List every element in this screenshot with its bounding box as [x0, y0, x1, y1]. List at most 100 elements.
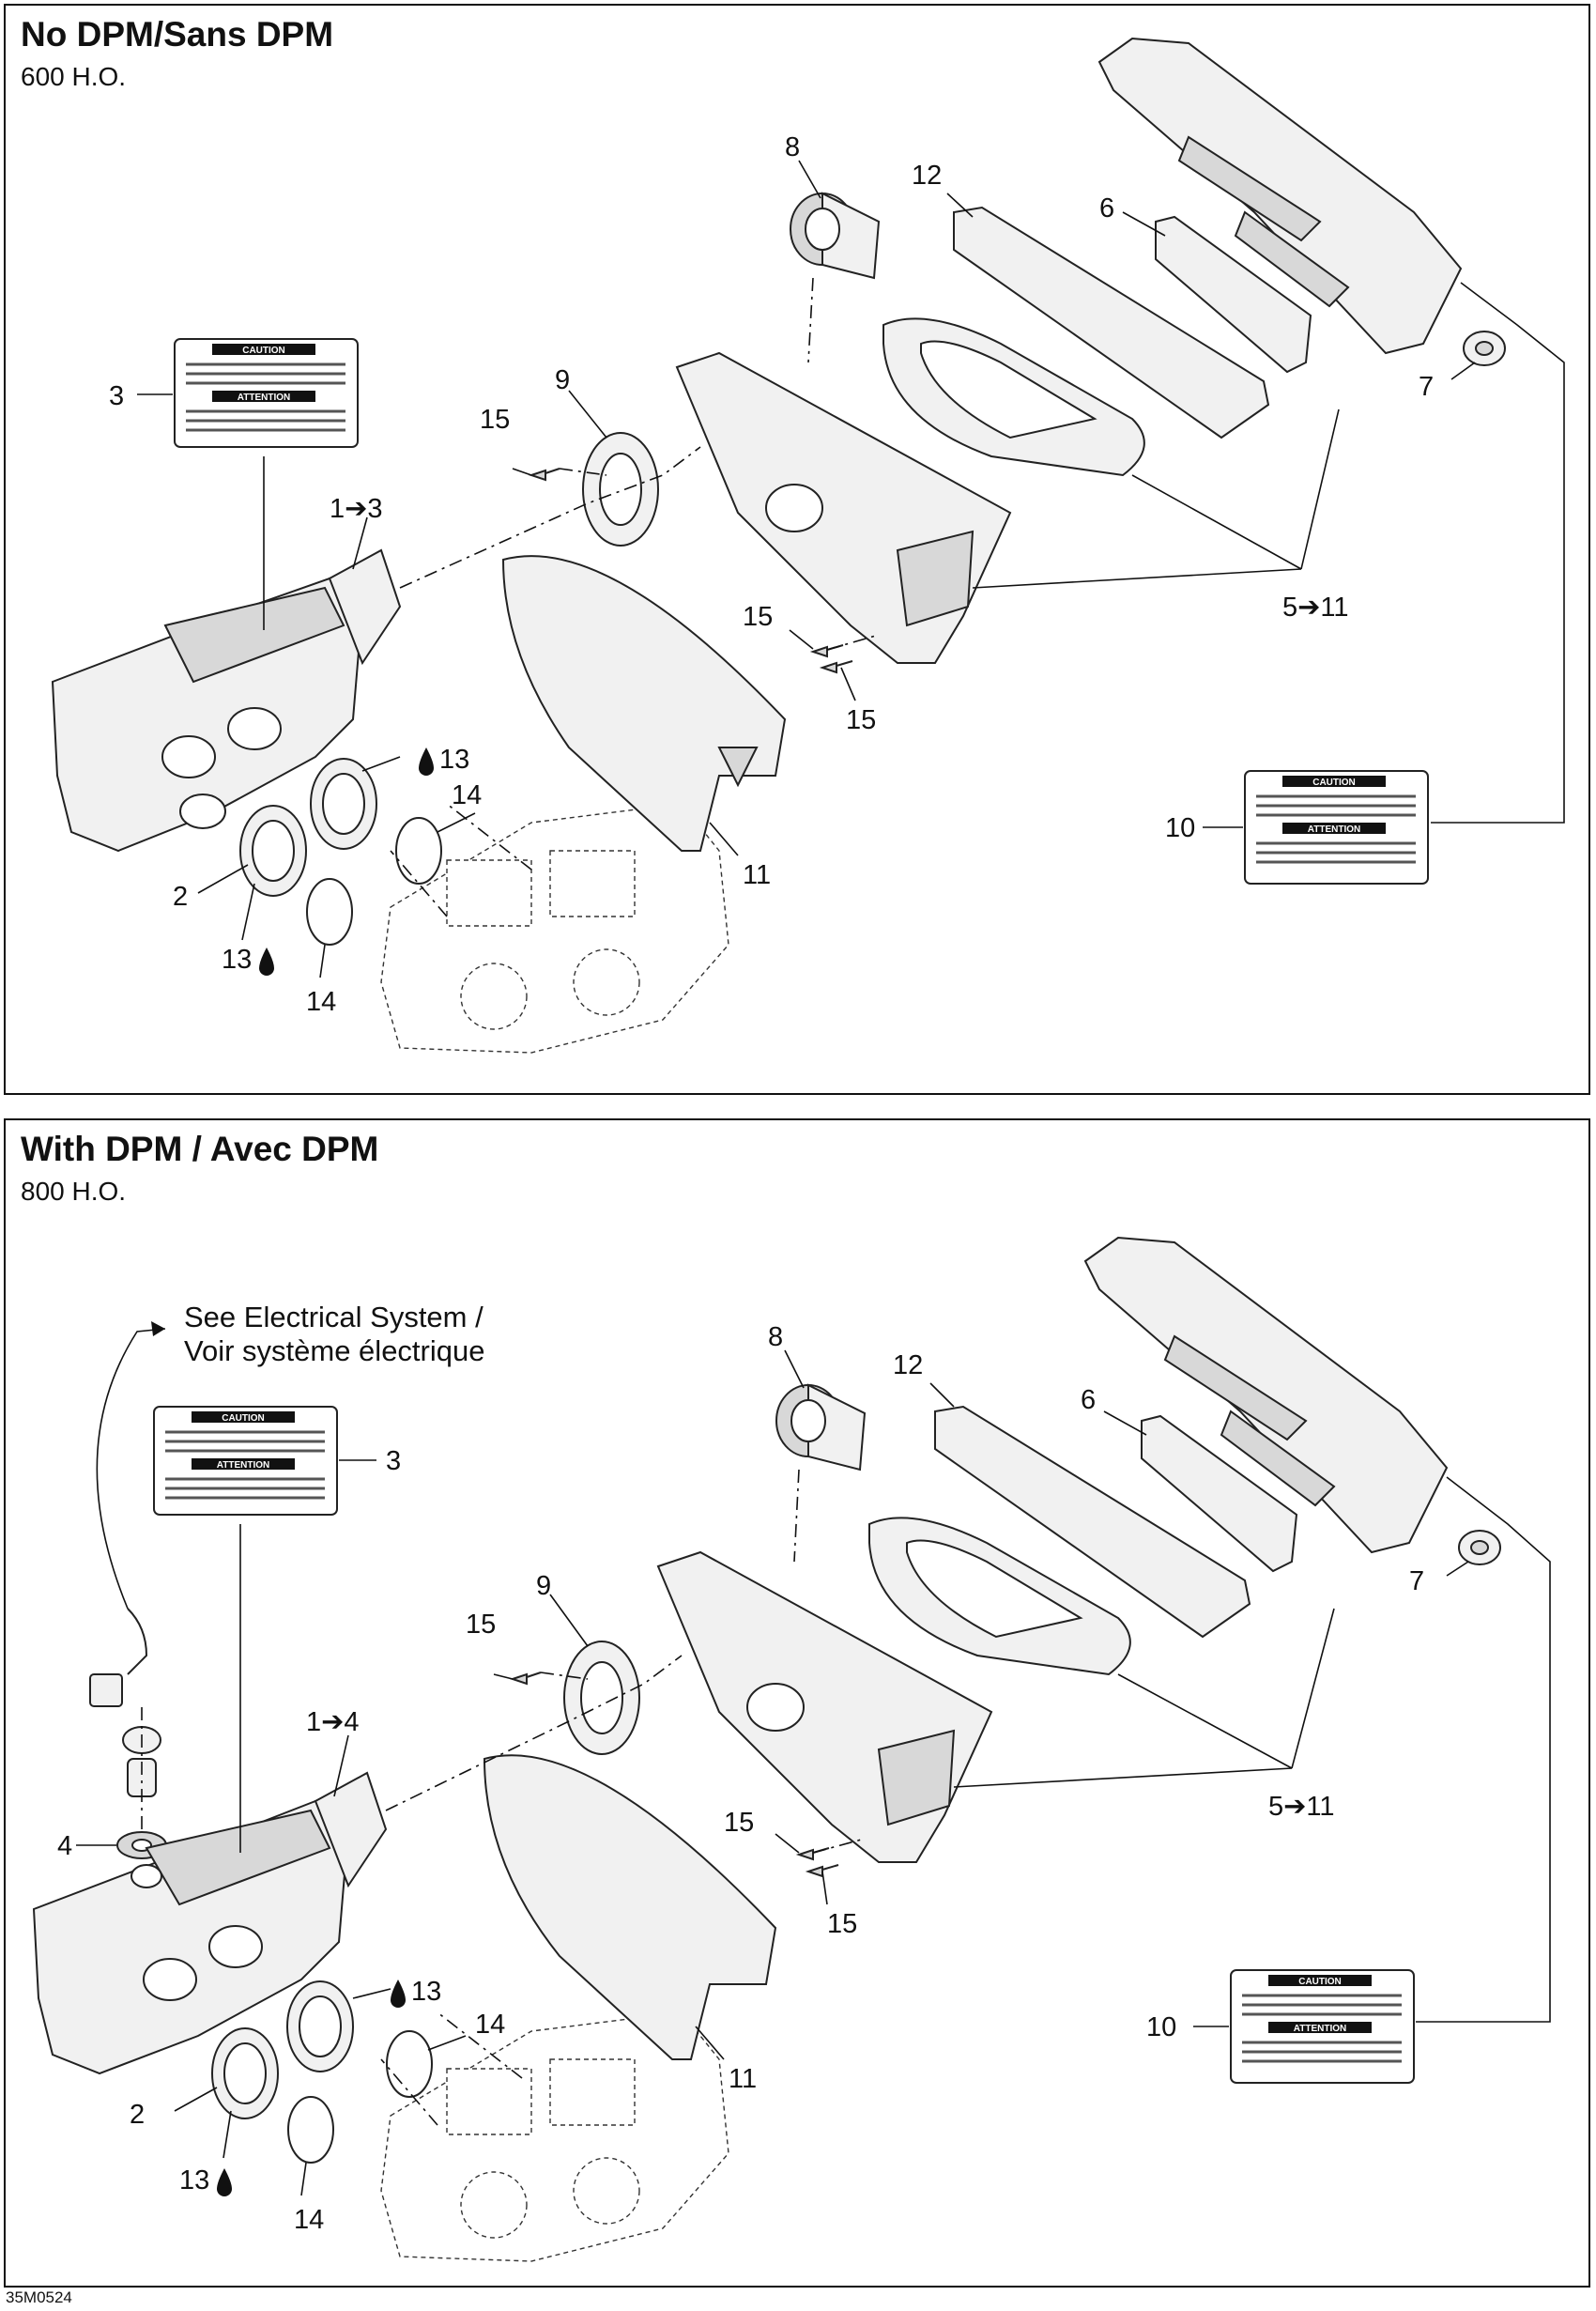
clamps [287, 2030, 433, 2164]
callout-1: 1➔3 [330, 494, 383, 524]
callout-14: 14 [475, 2010, 505, 2040]
intake-boots [239, 758, 377, 897]
decal-attention-head: ATTENTION [238, 393, 290, 403]
leader-lines [137, 160, 1565, 978]
exploded-diagram: CAUTION ATTENTION CAUTION ATTENTION [51, 37, 1565, 1054]
decal-caution-10: CAUTION ATTENTION [1244, 770, 1429, 885]
silencer-lower [501, 555, 787, 852]
foam-filter [953, 206, 1270, 439]
panel-no-dpm: No DPM/Sans DPM 600 H.O. [4, 4, 1590, 1095]
airbox-lower-housing [32, 1771, 388, 2075]
callout-15: 15 [846, 705, 876, 735]
silencer-lower [483, 1754, 777, 2060]
engine-outline [380, 2011, 729, 2262]
callout-15: 15 [827, 1909, 857, 1939]
engine-outline [380, 803, 729, 1054]
callout-12: 12 [893, 1350, 923, 1380]
callout-6: 6 [1081, 1385, 1096, 1415]
callout-15: 15 [724, 1808, 754, 1838]
oil-drop-icon [391, 1980, 406, 2008]
clamps [306, 817, 442, 946]
decal-caution-10: CAUTION ATTENTION [1230, 1969, 1415, 2084]
callout-10: 10 [1146, 2012, 1176, 2042]
callout-11: 11 [729, 2064, 757, 2094]
callout-15: 15 [480, 405, 510, 435]
intake-boots [211, 1980, 354, 2119]
decal-attention-head: ATTENTION [1308, 824, 1360, 835]
callouts: 3 1➔3 8 12 6 7 9 15 15 15 5➔11 10 11 14 … [109, 132, 1434, 1017]
panel-subtitle: 600 H.O. [21, 62, 127, 91]
callout-8: 8 [768, 1322, 783, 1352]
callout-2: 2 [130, 2100, 145, 2130]
exploded-diagram: See Electrical System / Voir système éle… [32, 1236, 1551, 2262]
filter-tray [882, 317, 1145, 477]
screws [528, 468, 853, 674]
note-arrow [96, 1328, 166, 1610]
callout-13: 13 [411, 1977, 441, 2007]
callout-15: 15 [743, 602, 773, 632]
decal-caution-head: CAUTION [1298, 1977, 1342, 1987]
callout-14: 14 [306, 987, 336, 1017]
callout-11: 11 [743, 860, 771, 890]
callout-5: 5➔11 [1268, 1792, 1335, 1822]
callout-4: 4 [57, 1831, 72, 1861]
panel-title: With DPM / Avec DPM [21, 1130, 379, 1168]
callout-13: 13 [179, 2165, 209, 2195]
callout-2: 2 [173, 882, 188, 912]
foam-strip [1155, 215, 1312, 374]
silencer-cover [1097, 37, 1463, 355]
panel-with-dpm: With DPM / Avec DPM 800 H.O. See Electri… [4, 1118, 1590, 2288]
arrow-head-icon [151, 1321, 165, 1336]
callout-14: 14 [294, 2205, 324, 2235]
oil-drop-icon [217, 2168, 232, 2196]
callout-7: 7 [1419, 372, 1434, 402]
callout-13: 13 [439, 745, 469, 775]
intake-cone [790, 192, 881, 280]
decal-attention-head: ATTENTION [217, 1460, 269, 1471]
callout-15: 15 [466, 1610, 496, 1640]
assembly-lines [380, 1469, 866, 2126]
assembly-lines [390, 277, 880, 917]
callout-13: 13 [222, 945, 252, 975]
callout-9: 9 [536, 1571, 551, 1601]
silencer-base [656, 1550, 993, 1863]
grommet [1458, 1530, 1501, 1565]
figure-code: 35M0524 [6, 2288, 72, 2306]
callout-1: 1➔4 [306, 1707, 360, 1737]
filter-tray [868, 1517, 1131, 1676]
callout-7: 7 [1409, 1566, 1424, 1596]
callout-9: 9 [555, 365, 570, 395]
see-electrical-note-line2: Voir système électrique [184, 1334, 484, 1367]
decal-caution-3: CAUTION ATTENTION [153, 1406, 338, 1516]
intake-cone [775, 1383, 867, 1471]
callout-3: 3 [386, 1446, 401, 1476]
callout-3: 3 [109, 381, 124, 411]
foam-strip [1141, 1414, 1298, 1573]
decal-caution-head: CAUTION [1312, 778, 1356, 788]
silencer-base [675, 351, 1012, 664]
callout-8: 8 [785, 132, 800, 162]
callout-12: 12 [912, 161, 942, 191]
seal-ring [582, 432, 659, 547]
leader-lines [76, 1349, 1551, 2196]
callout-14: 14 [452, 780, 482, 810]
silencer-cover [1083, 1236, 1449, 1554]
decal-attention-head: ATTENTION [1294, 2024, 1346, 2034]
decal-caution-head: CAUTION [242, 346, 285, 356]
dpm-sensor-stack [89, 1608, 167, 1859]
airbox-lower-housing [51, 548, 402, 853]
panel-title: No DPM/Sans DPM [21, 15, 334, 54]
callouts: 3 1➔4 4 8 12 6 7 9 15 15 15 5➔11 10 11 1… [57, 1322, 1424, 2235]
decal-caution-head: CAUTION [222, 1413, 265, 1424]
panel-subtitle: 800 H.O. [21, 1177, 127, 1206]
see-electrical-note-line1: See Electrical System / [184, 1301, 483, 1333]
oil-drop-icon [419, 747, 434, 776]
oil-drop-icon [259, 948, 274, 976]
foam-filter [934, 1405, 1251, 1639]
decal-caution-3: CAUTION ATTENTION [174, 338, 359, 448]
seal-ring [563, 1641, 640, 1755]
callout-6: 6 [1099, 193, 1114, 223]
callout-10: 10 [1165, 813, 1195, 843]
grommet [1463, 331, 1506, 366]
callout-5: 5➔11 [1282, 593, 1349, 623]
